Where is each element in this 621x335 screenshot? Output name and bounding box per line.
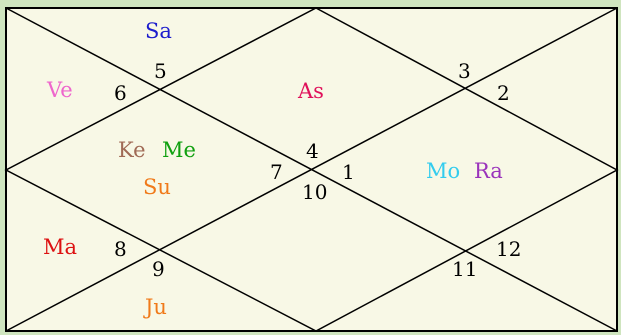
planet-ju: Ju [143, 295, 167, 319]
diagonal-line-2 [5, 7, 618, 332]
planet-ma: Ma [43, 235, 77, 259]
house-number-2: 2 [497, 81, 510, 105]
planet-ke: Ke [118, 138, 146, 162]
house-number-5: 5 [154, 59, 167, 83]
inner-diamond [4, 7, 619, 332]
house-number-12: 12 [496, 237, 521, 261]
house-number-11: 11 [452, 257, 477, 281]
planet-me: Me [162, 138, 196, 162]
house-number-1: 1 [342, 160, 355, 184]
house-number-10: 10 [302, 180, 327, 204]
planet-su: Su [143, 175, 171, 199]
planet-ve: Ve [46, 78, 73, 102]
house-number-3: 3 [458, 59, 471, 83]
house-number-4: 4 [306, 139, 319, 163]
house-number-6: 6 [114, 81, 127, 105]
planet-mo: Mo [426, 159, 460, 183]
house-number-8: 8 [114, 237, 127, 261]
planet-ra: Ra [474, 159, 503, 183]
house-number-9: 9 [152, 257, 165, 281]
house-number-7: 7 [270, 160, 283, 184]
planet-sa: Sa [145, 19, 172, 43]
planet-as: As [297, 79, 324, 103]
